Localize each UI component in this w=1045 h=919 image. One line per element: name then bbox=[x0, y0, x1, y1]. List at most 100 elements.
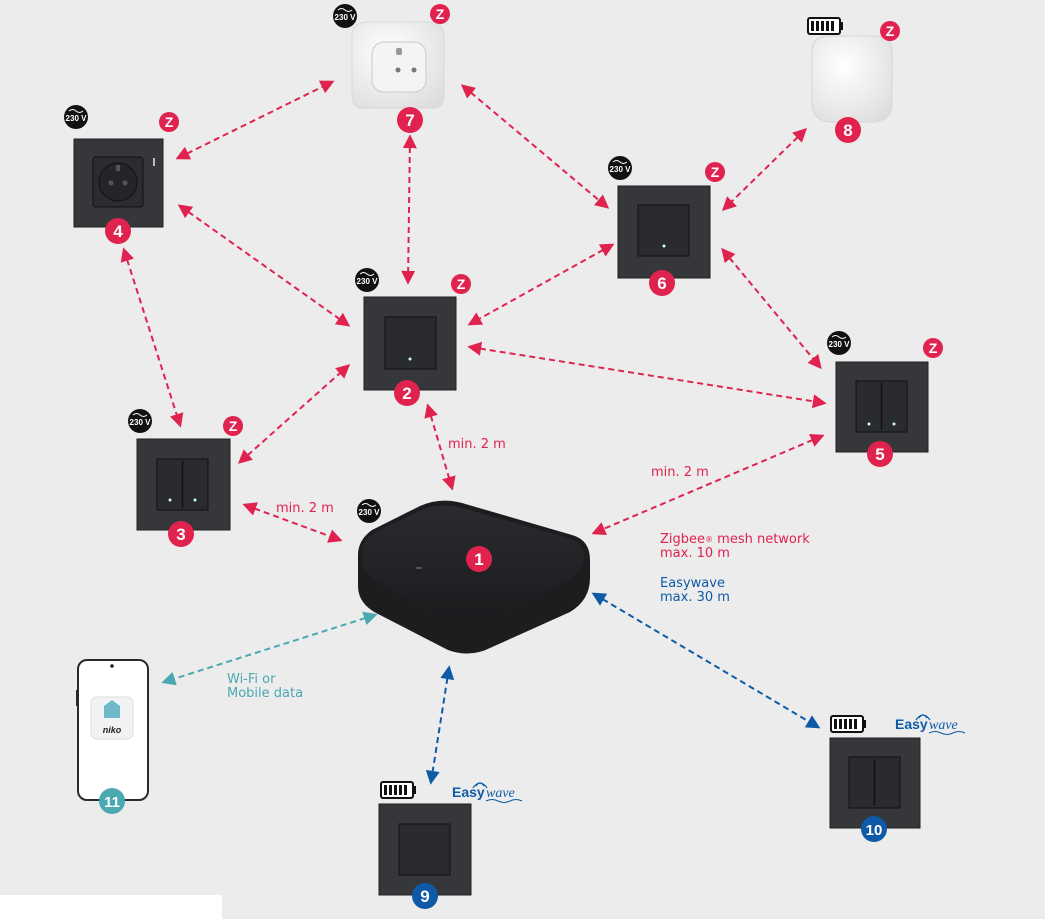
svg-text:5: 5 bbox=[875, 445, 884, 464]
badge-2: 2 bbox=[394, 380, 420, 406]
badge-9: 9 bbox=[412, 883, 438, 909]
svg-text:2: 2 bbox=[402, 384, 411, 403]
badge-4: 4 bbox=[105, 218, 131, 244]
zigbee-network-label: Zigbee® mesh network bbox=[660, 532, 810, 547]
link-7-2 bbox=[401, 134, 417, 285]
zigbee-icon-2: Z bbox=[451, 274, 471, 294]
link-1-10 bbox=[591, 592, 821, 729]
easywave-links bbox=[425, 592, 821, 785]
link-7-6 bbox=[460, 84, 610, 209]
svg-text:230 V: 230 V bbox=[610, 165, 632, 174]
link-3-1 bbox=[242, 502, 343, 543]
badge-5: 5 bbox=[867, 441, 893, 467]
power-230v-icon-5: 230 V bbox=[827, 331, 851, 355]
wifi-links bbox=[161, 611, 378, 686]
svg-text:Easy: Easy bbox=[452, 784, 485, 800]
svg-text:Z: Z bbox=[711, 164, 720, 180]
svg-text:230 V: 230 V bbox=[357, 277, 379, 286]
zigbee-icon-4: Z bbox=[159, 112, 179, 132]
badge-3: 3 bbox=[168, 521, 194, 547]
link-4-7 bbox=[175, 80, 335, 160]
svg-text:wave: wave bbox=[929, 718, 958, 733]
link-8-6 bbox=[721, 128, 808, 211]
zigbee-icon-6: Z bbox=[705, 162, 725, 182]
svg-text:9: 9 bbox=[420, 887, 429, 906]
device-11-smartphone bbox=[76, 659, 149, 801]
badge-1: 1 bbox=[466, 546, 492, 572]
link-6-5 bbox=[721, 247, 822, 370]
app-brand-label: niko bbox=[103, 725, 122, 735]
link-2-1 bbox=[424, 403, 456, 491]
svg-text:3: 3 bbox=[176, 525, 185, 544]
power-230v-icon-4: 230 V bbox=[64, 105, 88, 129]
power-230v-icon-1: 230 V bbox=[357, 499, 381, 523]
zigbee-icon-8: Z bbox=[880, 21, 900, 41]
device-5-switch bbox=[835, 361, 929, 453]
badge-6: 6 bbox=[649, 270, 675, 296]
svg-text:230 V: 230 V bbox=[130, 418, 152, 427]
svg-text:wave: wave bbox=[486, 786, 515, 801]
svg-text:230 V: 230 V bbox=[335, 13, 357, 22]
battery-icon-10 bbox=[830, 715, 866, 733]
device-6-switch bbox=[617, 185, 711, 279]
svg-text:Z: Z bbox=[457, 276, 466, 292]
svg-text:8: 8 bbox=[843, 121, 852, 140]
device-10-switch bbox=[829, 737, 921, 829]
svg-text:Z: Z bbox=[436, 6, 445, 22]
svg-text:Z: Z bbox=[165, 114, 174, 130]
svg-text:7: 7 bbox=[405, 111, 414, 130]
distance-label-3-1: min. 2 m bbox=[276, 501, 334, 516]
svg-text:Z: Z bbox=[886, 23, 895, 39]
badge-7: 7 bbox=[397, 107, 423, 133]
svg-text:11: 11 bbox=[104, 794, 120, 811]
power-230v-icon-6: 230 V bbox=[608, 156, 632, 180]
svg-text:230 V: 230 V bbox=[66, 114, 88, 123]
easywave-logo-9: Easy wave bbox=[452, 782, 523, 803]
zigbee-icon-3: Z bbox=[223, 416, 243, 436]
device-4-socket bbox=[73, 138, 164, 228]
link-5-1 bbox=[591, 433, 825, 536]
power-230v-icon-2: 230 V bbox=[355, 268, 379, 292]
link-3-2 bbox=[237, 364, 351, 464]
zigbee-icon-7: Z bbox=[430, 4, 450, 24]
svg-text:Z: Z bbox=[929, 340, 938, 356]
easywave-network-label: Easywave bbox=[660, 576, 725, 591]
svg-text:230 V: 230 V bbox=[359, 508, 381, 517]
device-2-switch bbox=[363, 296, 457, 391]
svg-text:6: 6 bbox=[657, 274, 666, 293]
power-230v-icon-3: 230 V bbox=[128, 409, 152, 433]
distance-label-2-1: min. 2 m bbox=[448, 437, 506, 452]
svg-text:10: 10 bbox=[866, 822, 883, 839]
wifi-label-line2: Mobile data bbox=[227, 686, 303, 701]
battery-icon-8 bbox=[807, 17, 843, 35]
power-230v-icon-7: 230 V bbox=[333, 4, 357, 28]
easywave-logo-10: Easy wave bbox=[895, 714, 966, 735]
svg-text:230 V: 230 V bbox=[829, 340, 851, 349]
link-6-2 bbox=[467, 243, 615, 326]
link-2-5 bbox=[467, 341, 827, 409]
badge-10: 10 bbox=[861, 816, 887, 842]
device-8-sensor bbox=[811, 35, 893, 123]
distance-label-5-1: min. 2 m bbox=[651, 465, 709, 480]
badge-8: 8 bbox=[835, 117, 861, 143]
zigbee-links bbox=[120, 80, 827, 543]
wifi-label-line1: Wi-Fi or bbox=[227, 672, 276, 687]
svg-text:1: 1 bbox=[474, 550, 483, 569]
link-1-9 bbox=[425, 665, 455, 785]
link-4-3 bbox=[120, 247, 184, 428]
zigbee-range-label: max. 10 m bbox=[660, 546, 730, 561]
device-3-switch bbox=[136, 438, 231, 531]
device-7-plug bbox=[351, 21, 445, 109]
battery-icon-9 bbox=[380, 781, 416, 799]
link-4-2 bbox=[177, 204, 351, 327]
svg-text:Easy: Easy bbox=[895, 716, 928, 732]
svg-text:4: 4 bbox=[113, 222, 123, 241]
footer-strip bbox=[0, 895, 222, 919]
svg-text:Z: Z bbox=[229, 418, 238, 434]
badge-11: 11 bbox=[99, 788, 125, 814]
easywave-range-label: max. 30 m bbox=[660, 590, 730, 605]
zigbee-icon-5: Z bbox=[923, 338, 943, 358]
link-1-11 bbox=[161, 611, 378, 686]
device-9-switch bbox=[378, 803, 472, 896]
